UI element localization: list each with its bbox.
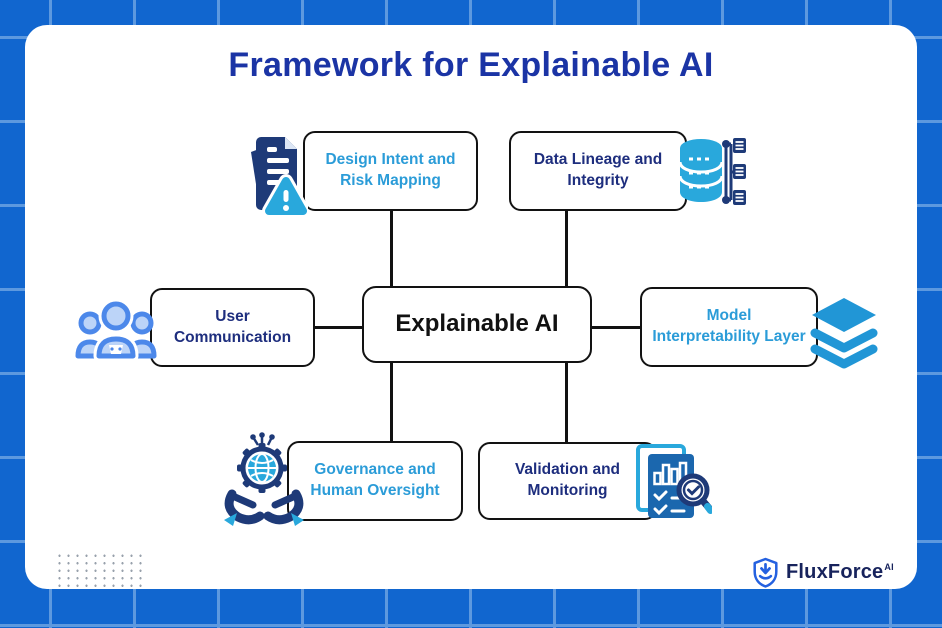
node-design-intent: Design Intent and Risk Mapping: [303, 131, 478, 211]
connector-line: [565, 208, 568, 290]
node-label: Model Interpretability Layer: [652, 307, 806, 345]
shield-logo-icon: [753, 557, 778, 588]
document-risk-icon: [240, 135, 308, 219]
node-label: Governance and Human Oversight: [310, 461, 440, 499]
node-label: Validation and Monitoring: [514, 461, 621, 499]
center-node-label: Explainable AI: [395, 310, 559, 338]
brand-suffix: AI: [884, 561, 894, 572]
users-icon: [74, 299, 158, 359]
dot-grid-pattern: [55, 552, 145, 590]
report-magnifier-icon: [634, 438, 712, 526]
node-label: Design Intent and Risk Mapping: [325, 151, 456, 189]
connector-line: [313, 326, 365, 329]
connector-line: [590, 326, 642, 329]
connector-line: [390, 360, 393, 444]
node-model-interpretability: Model Interpretability Layer: [640, 287, 818, 367]
hands-globe-gear-icon: [222, 432, 306, 528]
connector-line: [565, 360, 568, 444]
page-title: Framework for Explainable AI: [228, 46, 714, 84]
connector-line: [390, 208, 393, 290]
database-lineage-icon: [676, 132, 748, 212]
layers-icon: [810, 296, 878, 370]
node-data-lineage: Data Lineage and Integrity: [509, 131, 687, 211]
brand-logo: FluxForceAI: [752, 556, 894, 588]
node-governance-oversight: Governance and Human Oversight: [287, 441, 463, 521]
node-user-communication: User Communication: [150, 288, 315, 367]
node-explainable-ai: Explainable AI: [362, 286, 592, 363]
node-label: User Communication: [173, 307, 292, 346]
brand-name: FluxForceAI: [786, 560, 894, 583]
node-validation-monitoring: Validation and Monitoring: [478, 442, 657, 520]
node-label: Data Lineage and Integrity: [533, 151, 663, 189]
